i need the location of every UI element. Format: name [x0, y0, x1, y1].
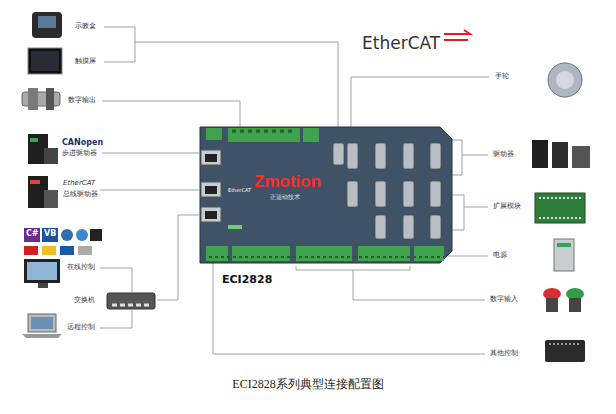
leader-lines [100, 27, 489, 354]
device-label: 远程控制 [67, 324, 95, 332]
controller-node: Zmotion正运动技术EtherCATECI2828 [200, 127, 452, 263]
right-icons [532, 63, 590, 362]
device-label: 数字输出 [68, 97, 96, 105]
figure-caption: ECI2828系列典型连接配置图 [0, 378, 616, 391]
rj45-ports [201, 150, 221, 222]
device-label: 交换机 [74, 297, 95, 305]
brand-name: 正运动技术 [270, 194, 300, 201]
device-label: 触摸屏 [75, 58, 96, 66]
brand-logo: Zmotion [254, 173, 321, 192]
ethercat-arrow [444, 30, 470, 40]
top-terminals [206, 128, 319, 142]
protocol-logo: CANopen [62, 139, 103, 148]
ethercat-logo: EtherCAT [362, 34, 440, 53]
device-label: 其他控制 [490, 350, 518, 358]
software-logo: C# [26, 230, 39, 239]
device-label: 在线控制 [67, 264, 95, 272]
device-label: 示教盒 [75, 23, 96, 31]
protocol-logo: EtherCAT [63, 180, 95, 188]
device-label: 步进驱动器 [62, 150, 97, 158]
controller-board [200, 127, 452, 263]
device-label: 电源 [493, 252, 507, 260]
device-label: 驱动器 [493, 151, 514, 159]
device-label: 总线驱动器 [63, 191, 98, 199]
device-label: 手轮 [495, 73, 509, 81]
model-name: ECI2828 [222, 274, 272, 286]
left-icons [22, 12, 155, 338]
device-label: 扩展模块 [493, 203, 521, 211]
bottom-terminals [206, 246, 444, 261]
software-logo: VB [44, 230, 56, 239]
device-label: 数字输入 [490, 296, 518, 304]
led [228, 225, 242, 229]
bus-logo: EtherCAT [228, 188, 251, 194]
db-connectors [333, 143, 441, 239]
